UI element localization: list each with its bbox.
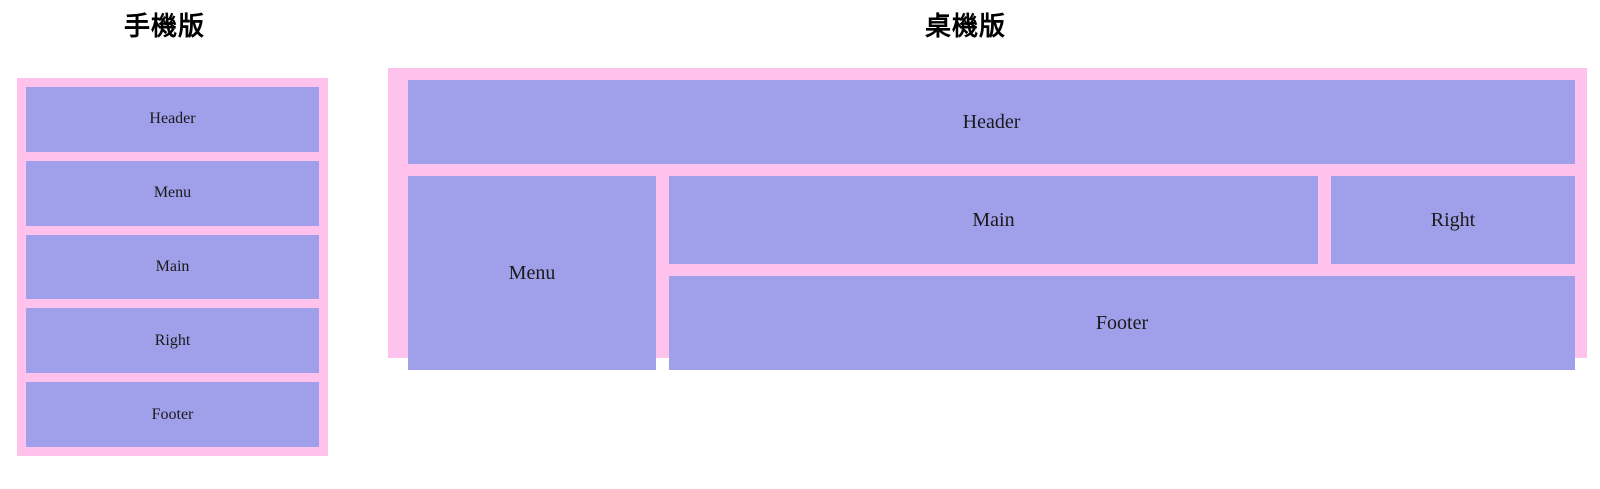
desktop-region-header: Header — [408, 80, 1575, 164]
mobile-layout-title: 手機版 — [124, 11, 206, 41]
desktop-region-main: Main — [669, 176, 1318, 264]
mobile-region-menu: Menu — [26, 160, 319, 226]
mobile-region-right: Right — [26, 308, 319, 374]
desktop-region-right: Right — [1331, 176, 1575, 264]
mobile-region-header: Header — [26, 87, 319, 152]
desktop-layout-title: 桌機版 — [925, 11, 1007, 41]
mobile-region-main: Main — [26, 234, 319, 300]
mobile-region-footer: Footer — [26, 382, 319, 447]
mobile-layout-wireframe: Header Menu Main Right Footer — [17, 78, 328, 456]
desktop-layout-wireframe: Header Menu Main Right Footer — [388, 68, 1587, 370]
desktop-region-menu: Menu — [408, 176, 656, 370]
desktop-region-footer: Footer — [669, 276, 1575, 370]
